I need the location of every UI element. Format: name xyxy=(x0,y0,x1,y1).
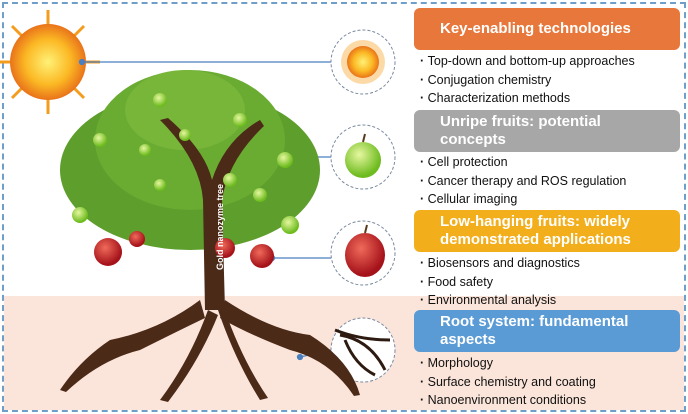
list-item: Conjugation chemistry xyxy=(420,71,635,90)
section-header-unripe-fruits: Unripe fruits: potential concepts xyxy=(414,110,680,152)
list-item: Surface chemistry and coating xyxy=(420,373,596,392)
low-hanging-fruits-list: Biosensors and diagnostics Food safety E… xyxy=(420,254,580,310)
tree-trunk-and-roots xyxy=(60,118,360,402)
section-header-key-technologies: Key-enabling technologies xyxy=(414,8,680,50)
red-apple-icon xyxy=(345,233,385,277)
list-item: Biosensors and diagnostics xyxy=(420,254,580,273)
root-detail-icon xyxy=(334,328,391,377)
list-item: Morphology xyxy=(420,354,596,373)
red-apples xyxy=(94,231,274,268)
small-sun-icon xyxy=(341,40,385,84)
list-item: Characterization methods xyxy=(420,89,635,108)
key-technologies-list: Top-down and bottom-up approaches Conjug… xyxy=(420,52,635,108)
list-item: Nanoenvironment conditions xyxy=(420,391,596,410)
list-item: Top-down and bottom-up approaches xyxy=(420,52,635,71)
section-header-root-system: Root system: fundamental aspects xyxy=(414,310,680,352)
list-item: Cellular imaging xyxy=(420,190,626,209)
list-item: Food safety xyxy=(420,273,580,292)
list-item: Cell protection xyxy=(420,153,626,172)
list-item: Environmental analysis xyxy=(420,291,580,310)
unripe-fruits-list: Cell protection Cancer therapy and ROS r… xyxy=(420,153,627,209)
root-system-list: Morphology Surface chemistry and coating… xyxy=(420,354,596,410)
green-apples xyxy=(72,93,299,234)
green-apple-icon xyxy=(345,142,381,178)
tree-label: Gold nanozyme tree xyxy=(215,183,225,271)
list-item: Cancer therapy and ROS regulation xyxy=(420,172,627,191)
section-header-low-hanging-fruits: Low-hanging fruits: widely demonstrated … xyxy=(414,210,680,252)
